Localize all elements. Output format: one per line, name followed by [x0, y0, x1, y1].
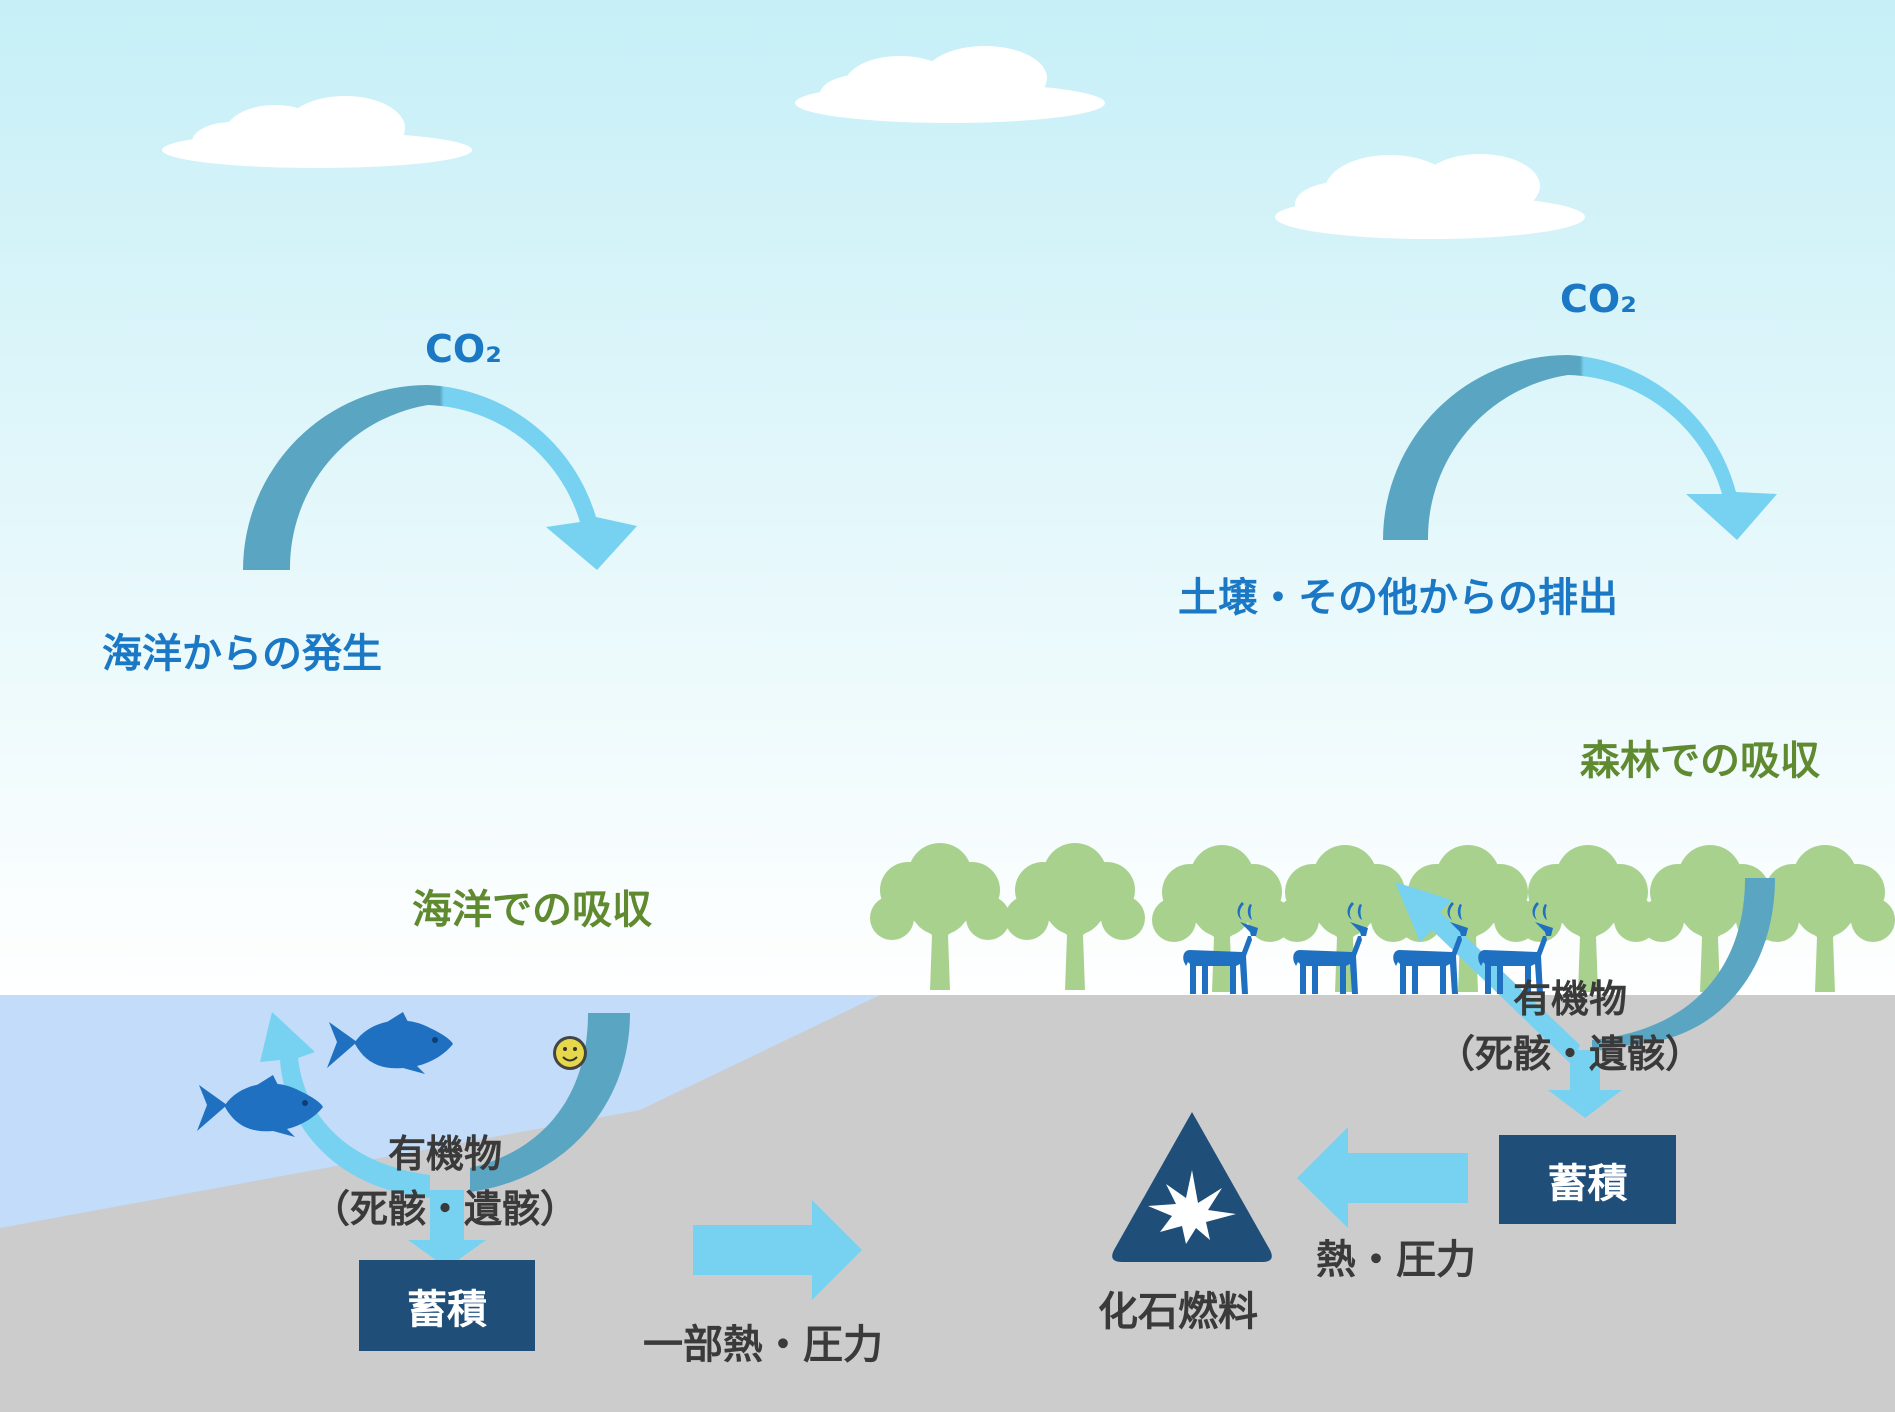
- sea: [0, 995, 880, 1228]
- organic-matter-label-left: 有機物: [387, 1132, 502, 1176]
- ocean-emission-arc-arrow: [243, 385, 637, 570]
- smiley-icon: [553, 1036, 587, 1070]
- organic-matter-sub-label-left: （死骸・遺骸）: [311, 1187, 578, 1231]
- organic-matter-label-right: 有機物: [1512, 977, 1627, 1021]
- ocean-absorption-arrow: [470, 1013, 630, 1192]
- organic-matter-sub-label-right: （死骸・遺骸）: [1436, 1032, 1703, 1076]
- organic-to-accumulation-arrow-right: [1548, 1050, 1622, 1118]
- soil-emission-arc-arrow: [1383, 355, 1777, 540]
- explosion-warning-icon: [1112, 1112, 1272, 1262]
- organic-to-accumulation-arrow-left: [408, 1190, 486, 1268]
- heat-pressure-label: 熱・圧力: [1316, 1237, 1476, 1283]
- cloud-right: [1275, 154, 1585, 239]
- accumulation-box-left: 蓄積: [359, 1260, 535, 1351]
- cloud-middle: [795, 46, 1105, 123]
- fossil-fuel-label: 化石燃料: [1098, 1289, 1258, 1335]
- co2-label-left: CO₂: [425, 327, 502, 371]
- ocean-absorption-label: 海洋での吸収: [412, 887, 652, 933]
- heat-pressure-arrow: [1297, 1127, 1468, 1228]
- co2-label-right: CO₂: [1560, 277, 1637, 321]
- forest-absorption-arrow: [1592, 878, 1775, 1052]
- soil-emission-label: 土壌・その他からの排出: [1178, 575, 1618, 621]
- cloud-left: [162, 96, 472, 168]
- partial-heat-pressure-label: 一部熱・圧力: [643, 1322, 883, 1368]
- partial-heat-pressure-arrow: [693, 1200, 862, 1300]
- forest-absorption-label: 森林での吸収: [1580, 738, 1820, 784]
- accumulation-box-right: 蓄積: [1499, 1135, 1676, 1224]
- ocean-emission-label: 海洋からの発生: [102, 631, 382, 677]
